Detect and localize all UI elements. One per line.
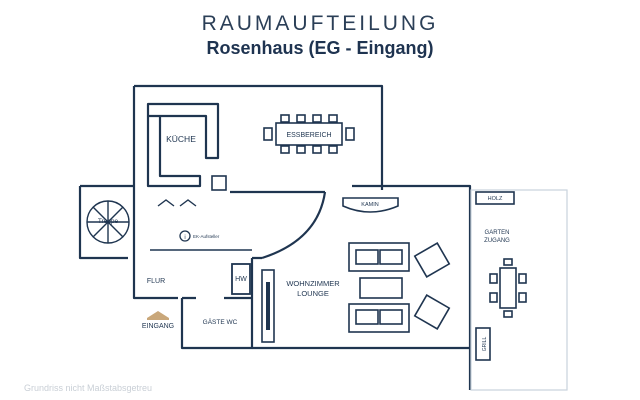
garden-table-icon [489, 258, 527, 318]
stair-hall-walls [78, 184, 134, 260]
sofa-bottom-icon [348, 303, 410, 333]
armchair-icon [413, 242, 451, 330]
coat-hook-icon [157, 199, 197, 207]
hw-box [231, 263, 251, 295]
curved-wall [261, 191, 327, 260]
fridge-icon [211, 175, 227, 191]
page-subtitle: Rosenhaus (EG - Eingang) [206, 38, 434, 58]
page-title: RAUMAUFTEILUNG [201, 12, 439, 35]
grill-box [475, 327, 491, 361]
label-grill: GRILL [482, 337, 488, 352]
coffee-table-icon [359, 277, 403, 299]
label-holz: HOLZ [488, 196, 503, 202]
kitchen-counter-top [146, 102, 220, 160]
label-kamin: KAMIN [361, 202, 378, 208]
label-wohnzimmer: WOHNZIMMER [286, 279, 340, 288]
holz-box [475, 191, 515, 205]
label-essbereich: ESSBEREICH [286, 132, 331, 139]
label-kueche: KÜCHE [166, 134, 196, 144]
flur-walls [132, 258, 178, 300]
label-gaeste-wc: GÄSTE WC [203, 318, 238, 326]
spiral-stair-icon [86, 200, 130, 244]
label-zugang: ZUGANG [484, 238, 510, 244]
living-walls [252, 256, 470, 350]
tv-board-icon [261, 269, 275, 343]
label-flur: FLUR [147, 278, 165, 285]
label-ek-aufsteller: EK-Aufsteller [193, 234, 220, 239]
label-garten: GARTEN [485, 230, 510, 236]
scale-note: Grundriss nicht Maßstabsgetreu [24, 383, 153, 393]
info-symbol: i [184, 235, 185, 241]
label-treppe: Treppe [98, 218, 119, 225]
upper-outer-walls [132, 84, 384, 258]
dining-table-icon [263, 114, 355, 154]
label-lounge: LOUNGE [297, 289, 329, 298]
kitchen-counter-left [146, 116, 202, 188]
label-eingang: EINGANG [142, 323, 174, 330]
info-icon [179, 230, 191, 242]
label-hw: HW [235, 276, 247, 283]
garden-area [470, 189, 568, 391]
entrance-marker-icon [147, 311, 169, 320]
living-top-walls [230, 184, 472, 390]
wc-walls [180, 258, 254, 350]
kamin-icon [342, 197, 399, 213]
sofa-top-icon [348, 242, 410, 272]
